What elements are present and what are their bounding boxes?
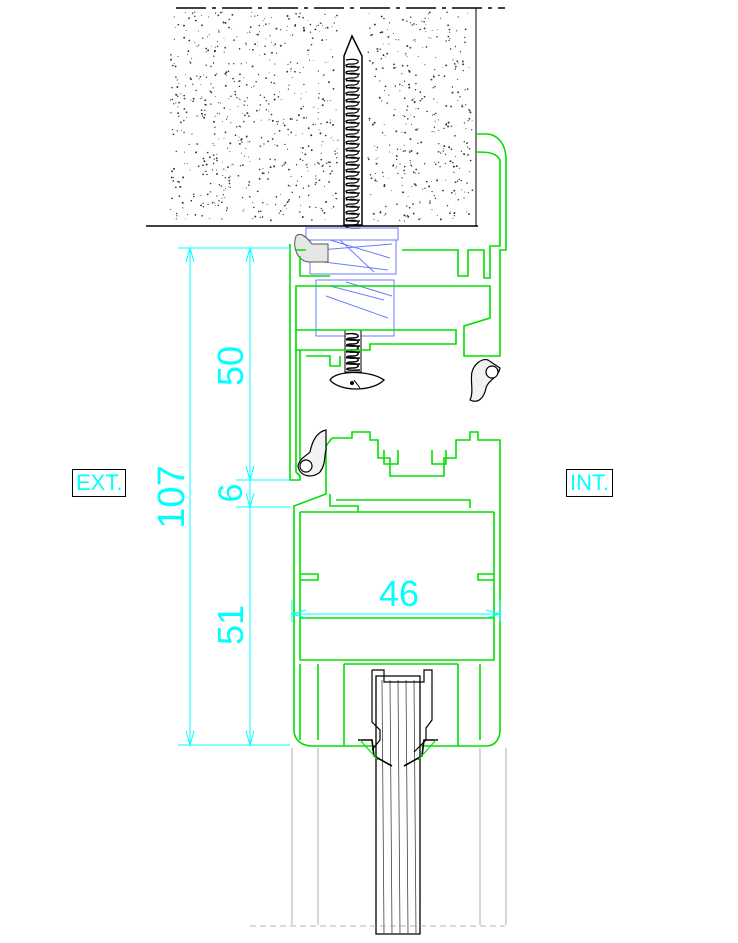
fixing-screw: [343, 34, 363, 229]
dimension-lines: [178, 246, 502, 747]
dim-total-height: 107: [151, 465, 193, 528]
frame-screw: [329, 329, 386, 390]
glass-pane: [358, 669, 438, 935]
concrete-wall: [146, 7, 505, 227]
seal-gaskets: [297, 359, 501, 477]
exterior-label: EXT.: [72, 469, 127, 497]
dim-lower-height: 51: [210, 605, 251, 645]
interior-label: INT.: [566, 469, 614, 497]
reveal-lines: [250, 748, 507, 927]
aluminium-profile: [289, 133, 507, 747]
dim-upper-height: 50: [210, 346, 251, 386]
dim-gap-height: 6: [212, 484, 250, 503]
dimension-labels: 107 50 6 51 46: [151, 346, 419, 645]
wall-gasket: [294, 233, 329, 263]
concrete-texture: [170, 11, 474, 222]
dim-profile-width: 46: [379, 573, 419, 614]
